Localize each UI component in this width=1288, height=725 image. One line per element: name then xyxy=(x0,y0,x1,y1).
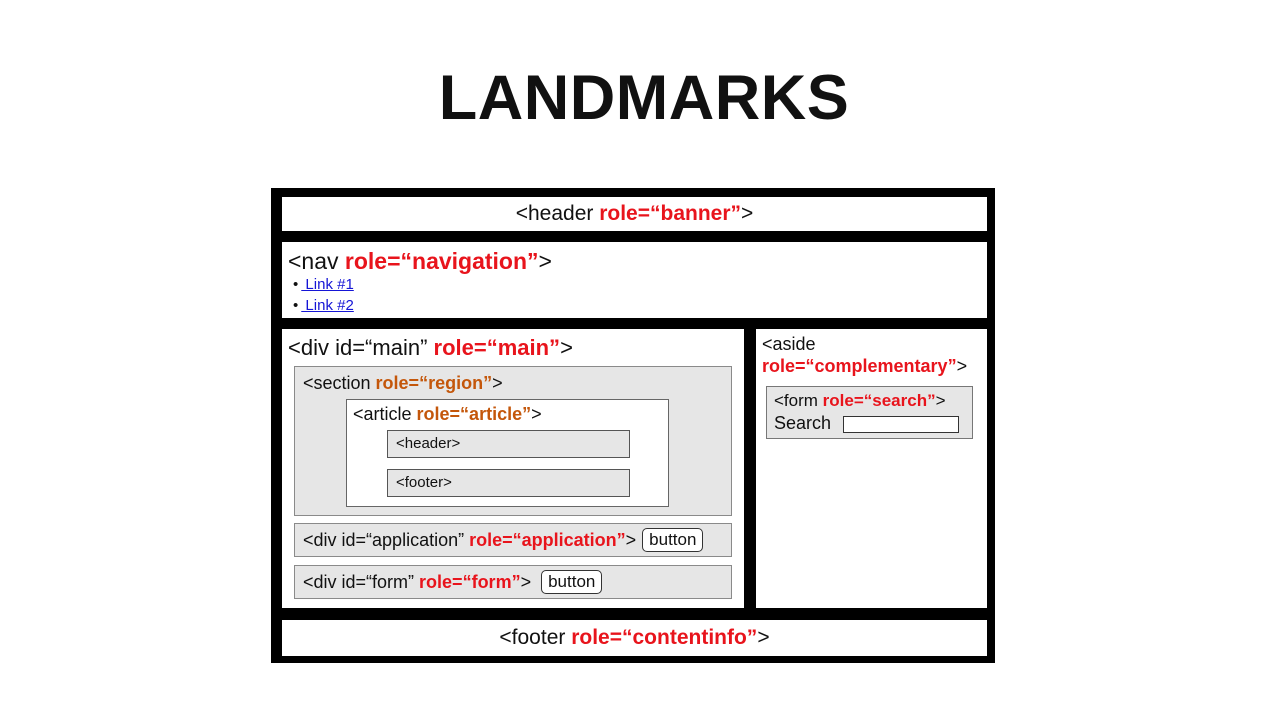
aside-landmark: <aside role=“complementary”> <form role=… xyxy=(756,329,987,608)
footer-close: > xyxy=(757,626,770,649)
main-tag: <div id=“main” xyxy=(288,335,434,360)
section-title: <section role=“region”> xyxy=(303,373,503,394)
nav-landmark: <nav role=“navigation”> Link #1 Link #2 xyxy=(282,242,987,318)
section-close: > xyxy=(492,373,503,393)
article-title: <article role=“article”> xyxy=(353,404,542,425)
article-box: <article role=“article”> <header> <foote… xyxy=(346,399,669,507)
search-form-tag: <form xyxy=(774,391,823,410)
header-tag: <header xyxy=(515,202,600,225)
main-title: <div id=“main” role=“main”> xyxy=(288,335,573,361)
landmarks-diagram: <header role=“banner”> <nav role=“naviga… xyxy=(271,188,995,663)
aside-role-line: role=“complementary”> xyxy=(762,356,967,377)
nav-link-2[interactable]: Link #2 xyxy=(301,297,354,314)
nav-list-item: Link #1 xyxy=(293,274,354,295)
form-button[interactable]: button xyxy=(541,570,603,594)
article-footer-box: <footer> xyxy=(387,469,630,497)
footer-tag: <footer xyxy=(499,626,572,649)
form-region: <div id=“form” role=“form”> button xyxy=(294,565,732,599)
main-role: role=“main” xyxy=(433,335,561,360)
form-close: > xyxy=(520,571,532,592)
section-role: role=“region” xyxy=(375,373,493,393)
search-form-role: role=“search” xyxy=(822,391,936,410)
article-header-box: <header> xyxy=(387,430,630,458)
footer-landmark: <footer role=“contentinfo”> xyxy=(282,620,987,656)
header-role: role=“banner” xyxy=(599,202,742,225)
nav-role: role=“navigation” xyxy=(344,248,539,274)
application-region: <div id=“application” role=“application”… xyxy=(294,523,732,557)
nav-list-item: Link #2 xyxy=(293,295,354,316)
nav-link-list: Link #1 Link #2 xyxy=(293,274,354,316)
header-landmark: <header role=“banner”> xyxy=(282,197,987,231)
aside-tag: <aside xyxy=(762,334,816,354)
article-tag: <article xyxy=(353,404,417,424)
search-label: Search xyxy=(774,413,832,433)
search-form-title: <form role=“search”> xyxy=(774,391,946,411)
header-close: > xyxy=(741,202,754,225)
application-role: role=“application” xyxy=(469,529,626,550)
form-tag: <div id=“form” xyxy=(303,571,420,592)
nav-title: <nav role=“navigation”> xyxy=(288,248,552,275)
nav-tag: <nav xyxy=(288,248,345,274)
search-form: <form role=“search”> Search xyxy=(766,386,973,439)
search-input[interactable] xyxy=(843,416,959,433)
nav-link-1[interactable]: Link #1 xyxy=(301,276,354,293)
application-close: > xyxy=(625,529,637,550)
aside-role: role=“complementary” xyxy=(762,356,957,376)
page-title: LANDMARKS xyxy=(438,63,850,133)
nav-close: > xyxy=(538,248,552,274)
search-form-close: > xyxy=(935,391,946,410)
aside-close: > xyxy=(956,356,968,376)
section-tag: <section xyxy=(303,373,376,393)
article-role: role=“article” xyxy=(416,404,532,424)
section-region: <section role=“region”> <article role=“a… xyxy=(294,366,732,516)
main-close: > xyxy=(560,335,573,360)
form-role: role=“form” xyxy=(419,571,521,592)
main-landmark: <div id=“main” role=“main”> <section rol… xyxy=(282,329,744,608)
application-button[interactable]: button xyxy=(642,528,704,552)
application-tag: <div id=“application” xyxy=(303,529,470,550)
footer-role: role=“contentinfo” xyxy=(571,626,758,649)
article-close: > xyxy=(531,404,542,424)
